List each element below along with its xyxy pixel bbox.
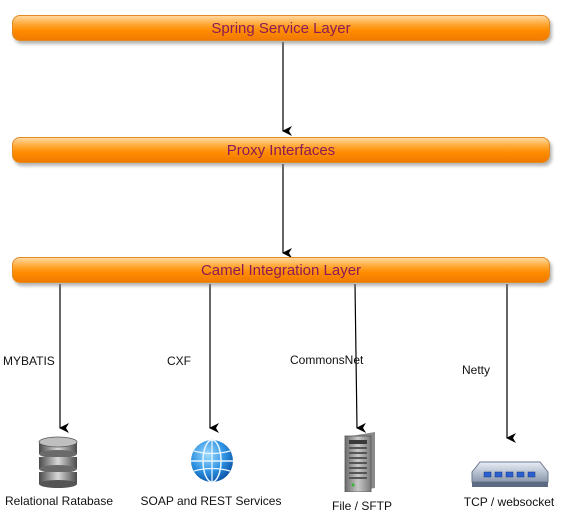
node-label-file-sftp: File / SFTP — [331, 499, 393, 513]
arrow-camel-to-file — [354, 283, 367, 433]
proxy-interfaces-layer: Proxy Interfaces — [12, 137, 550, 163]
spring-service-layer: Spring Service Layer — [12, 15, 550, 41]
node-label-relational-database: Relational Ratabase — [4, 494, 114, 508]
connector-label-netty: Netty — [462, 363, 491, 377]
spring-service-layer-label: Spring Service Layer — [211, 19, 351, 37]
node-label-soap-rest-services: SOAP and REST Services — [140, 494, 282, 508]
connector-label-commonsnet: CommonsNet — [290, 353, 364, 367]
database-icon — [38, 436, 78, 488]
proxy-interfaces-layer-label: Proxy Interfaces — [226, 141, 336, 159]
server-icon — [344, 432, 375, 492]
camel-integration-layer: Camel Integration Layer — [12, 257, 550, 283]
connector-label-mybatis: MYBATIS — [3, 354, 55, 368]
node-label-tcp-websocket: TCP / websocket — [463, 495, 555, 509]
globe-icon — [191, 439, 233, 483]
camel-integration-layer-label: Camel Integration Layer — [200, 261, 362, 279]
connector-label-cxf: CXF — [167, 354, 191, 368]
network-switch-icon — [471, 461, 549, 487]
